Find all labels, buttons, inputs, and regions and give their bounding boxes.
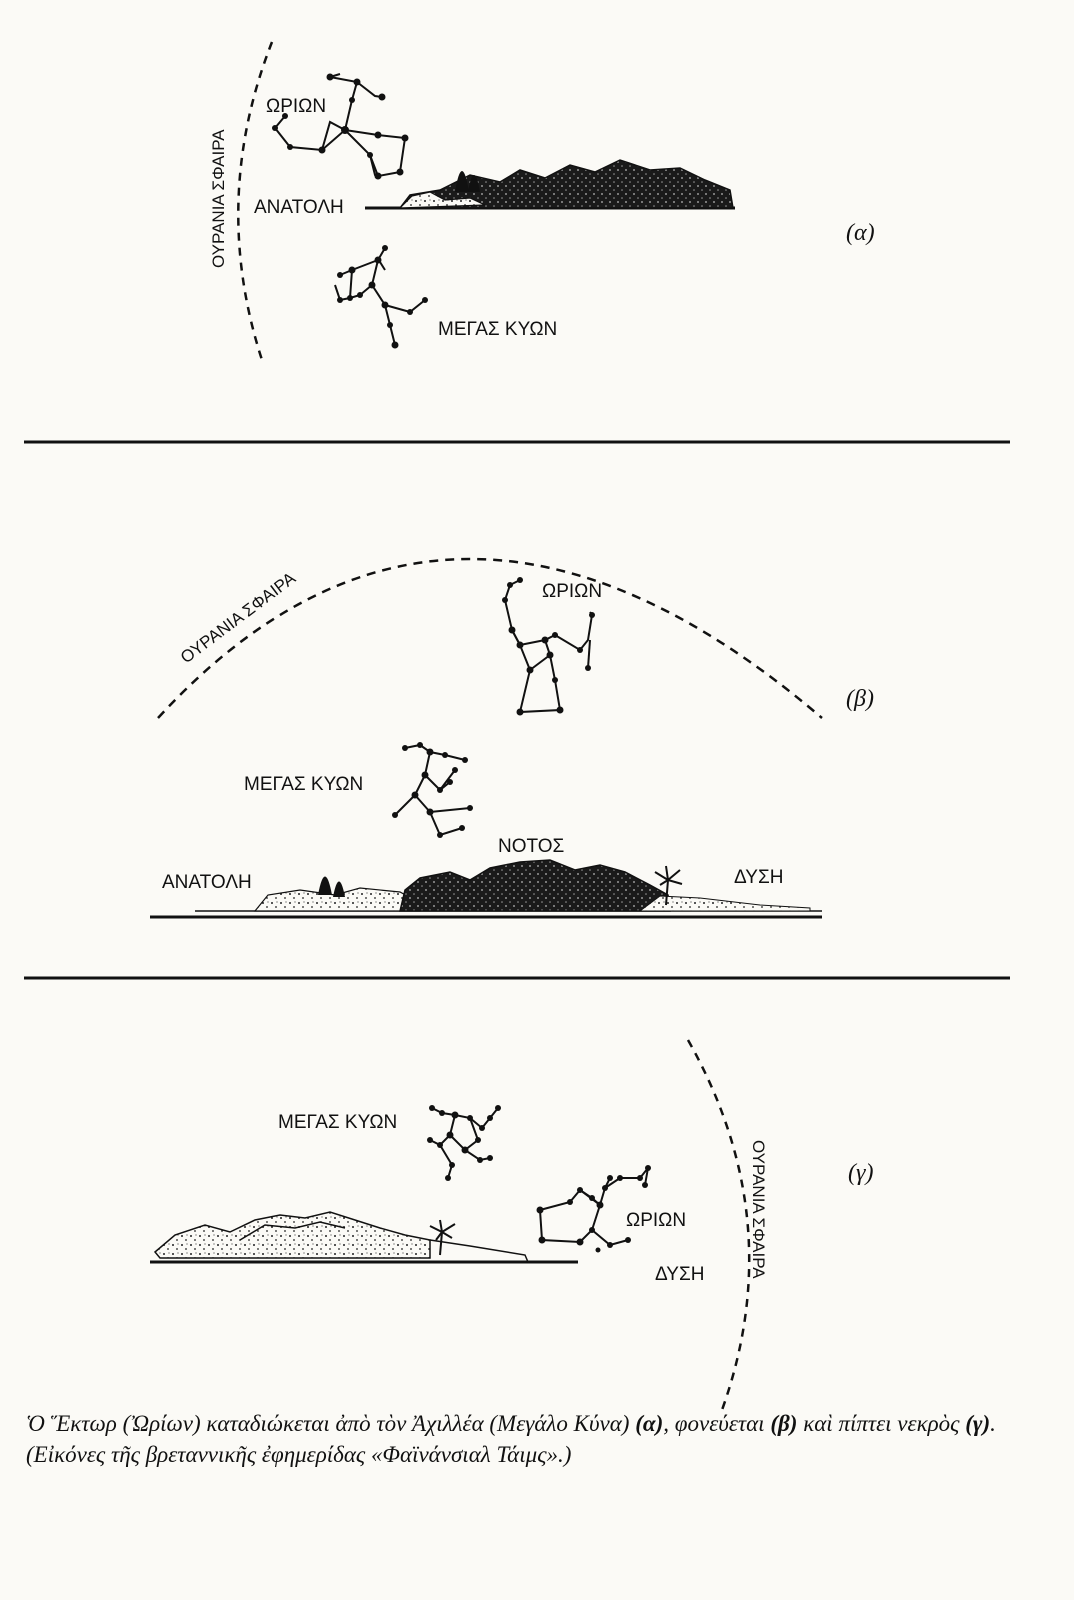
canis-major-label-c: ΜΕΓΑΣ ΚΥΩΝ: [278, 1112, 397, 1133]
orion-label-c: ΩΡΙΩΝ: [626, 1210, 686, 1231]
hill-outline-c: [239, 1221, 346, 1241]
dark-hills-b: [399, 859, 671, 912]
orion-stars-c: [536, 1165, 651, 1253]
horizon-a: [365, 159, 735, 210]
caption-mark-a: (α): [635, 1411, 664, 1436]
canis-major-stars-b: [392, 742, 473, 838]
panel-label-c: (γ): [848, 1160, 873, 1186]
canis-major-label-a: ΜΕΓΑΣ ΚΥΩΝ: [438, 319, 557, 340]
panel-b: ΟΥΡΑΝΙΑ ΣΦΑΙΡΑ ΩΡΙΩΝ: [150, 557, 874, 919]
caption-text-3: καὶ πίπτει νεκρὸς: [797, 1411, 966, 1436]
celestial-sphere-label-a: ΟΥΡΑΝΙΑ ΣΦΑΙΡΑ: [209, 129, 228, 268]
canis-major-stars-a: [337, 245, 428, 349]
panel-label-b: (β): [846, 686, 874, 712]
palm-tree-c: [429, 1219, 456, 1256]
orion-stars-b: [502, 577, 595, 716]
caption-text-4: . (Εἰκόνες τῆς βρεταννικῆς ἐφημερίδας «Φ…: [26, 1411, 996, 1467]
horizon-c: [150, 1211, 578, 1264]
hills-a: [398, 159, 734, 209]
horizon-b: [150, 859, 822, 919]
canis-major-stars-c: [427, 1105, 501, 1181]
celestial-sphere-arc-b: [157, 557, 823, 719]
orion-stars-a: [272, 73, 409, 180]
caption-text-1: Ὁ Ἕκτωρ (Ὠρίων) καταδιώκεται ἀπὸ τὸν Ἀχι…: [26, 1411, 636, 1436]
orion-label-b: ΩΡΙΩΝ: [542, 581, 602, 602]
cypress-trees-a: [455, 171, 480, 192]
orion-label-a: ΩΡΙΩΝ: [266, 96, 326, 117]
figure-caption: Ὁ Ἕκτωρ (Ὠρίων) καταδιώκεται ἀπὸ τὸν Ἀχι…: [26, 1408, 1046, 1470]
panel-a: ΟΥΡΑΝΙΑ ΣΦΑΙΡΑ ΩΡΙΩΝ ΑΝΑΤΟΛΗ: [209, 41, 875, 361]
panel-c: ΟΥΡΑΝΙΑ ΣΦΑΙΡΑ ΜΕΓΑΣ ΚΥΩΝ: [150, 1039, 873, 1411]
light-hills-b-right: [638, 895, 811, 912]
canis-major-constellation-b: [394, 743, 471, 837]
hills-c: [153, 1211, 431, 1259]
panel-label-a: (α): [846, 220, 875, 246]
celestial-sphere-arc-c: [686, 1039, 751, 1411]
light-hills-a: [398, 191, 486, 209]
celestial-sphere-label-c: ΟΥΡΑΝΙΑ ΣΦΑΙΡΑ: [749, 1140, 768, 1279]
slope-c: [429, 1239, 529, 1263]
caption-mark-b: (β): [770, 1411, 798, 1436]
east-label-b: ΑΝΑΤΟΛΗ: [162, 872, 252, 893]
west-label-c: ΔΥΣΗ: [655, 1264, 704, 1285]
cypress-trees-b: [318, 876, 345, 897]
palm-tree-b: [654, 865, 683, 906]
east-label-a: ΑΝΑΤΟΛΗ: [254, 197, 344, 218]
canis-major-label-b: ΜΕΓΑΣ ΚΥΩΝ: [244, 774, 363, 795]
south-label-b: ΝΟΤΟΣ: [498, 836, 564, 857]
orion-constellation-c: [539, 1167, 649, 1247]
caption-mark-c: (γ): [965, 1411, 991, 1436]
caption-text-2: , φονεύεται: [663, 1411, 771, 1436]
orion-constellation-b: [503, 579, 594, 714]
orion-constellation-a: [273, 73, 407, 178]
celestial-sphere-label-b: ΟΥΡΑΝΙΑ ΣΦΑΙΡΑ: [177, 568, 300, 667]
west-label-b: ΔΥΣΗ: [734, 867, 783, 888]
